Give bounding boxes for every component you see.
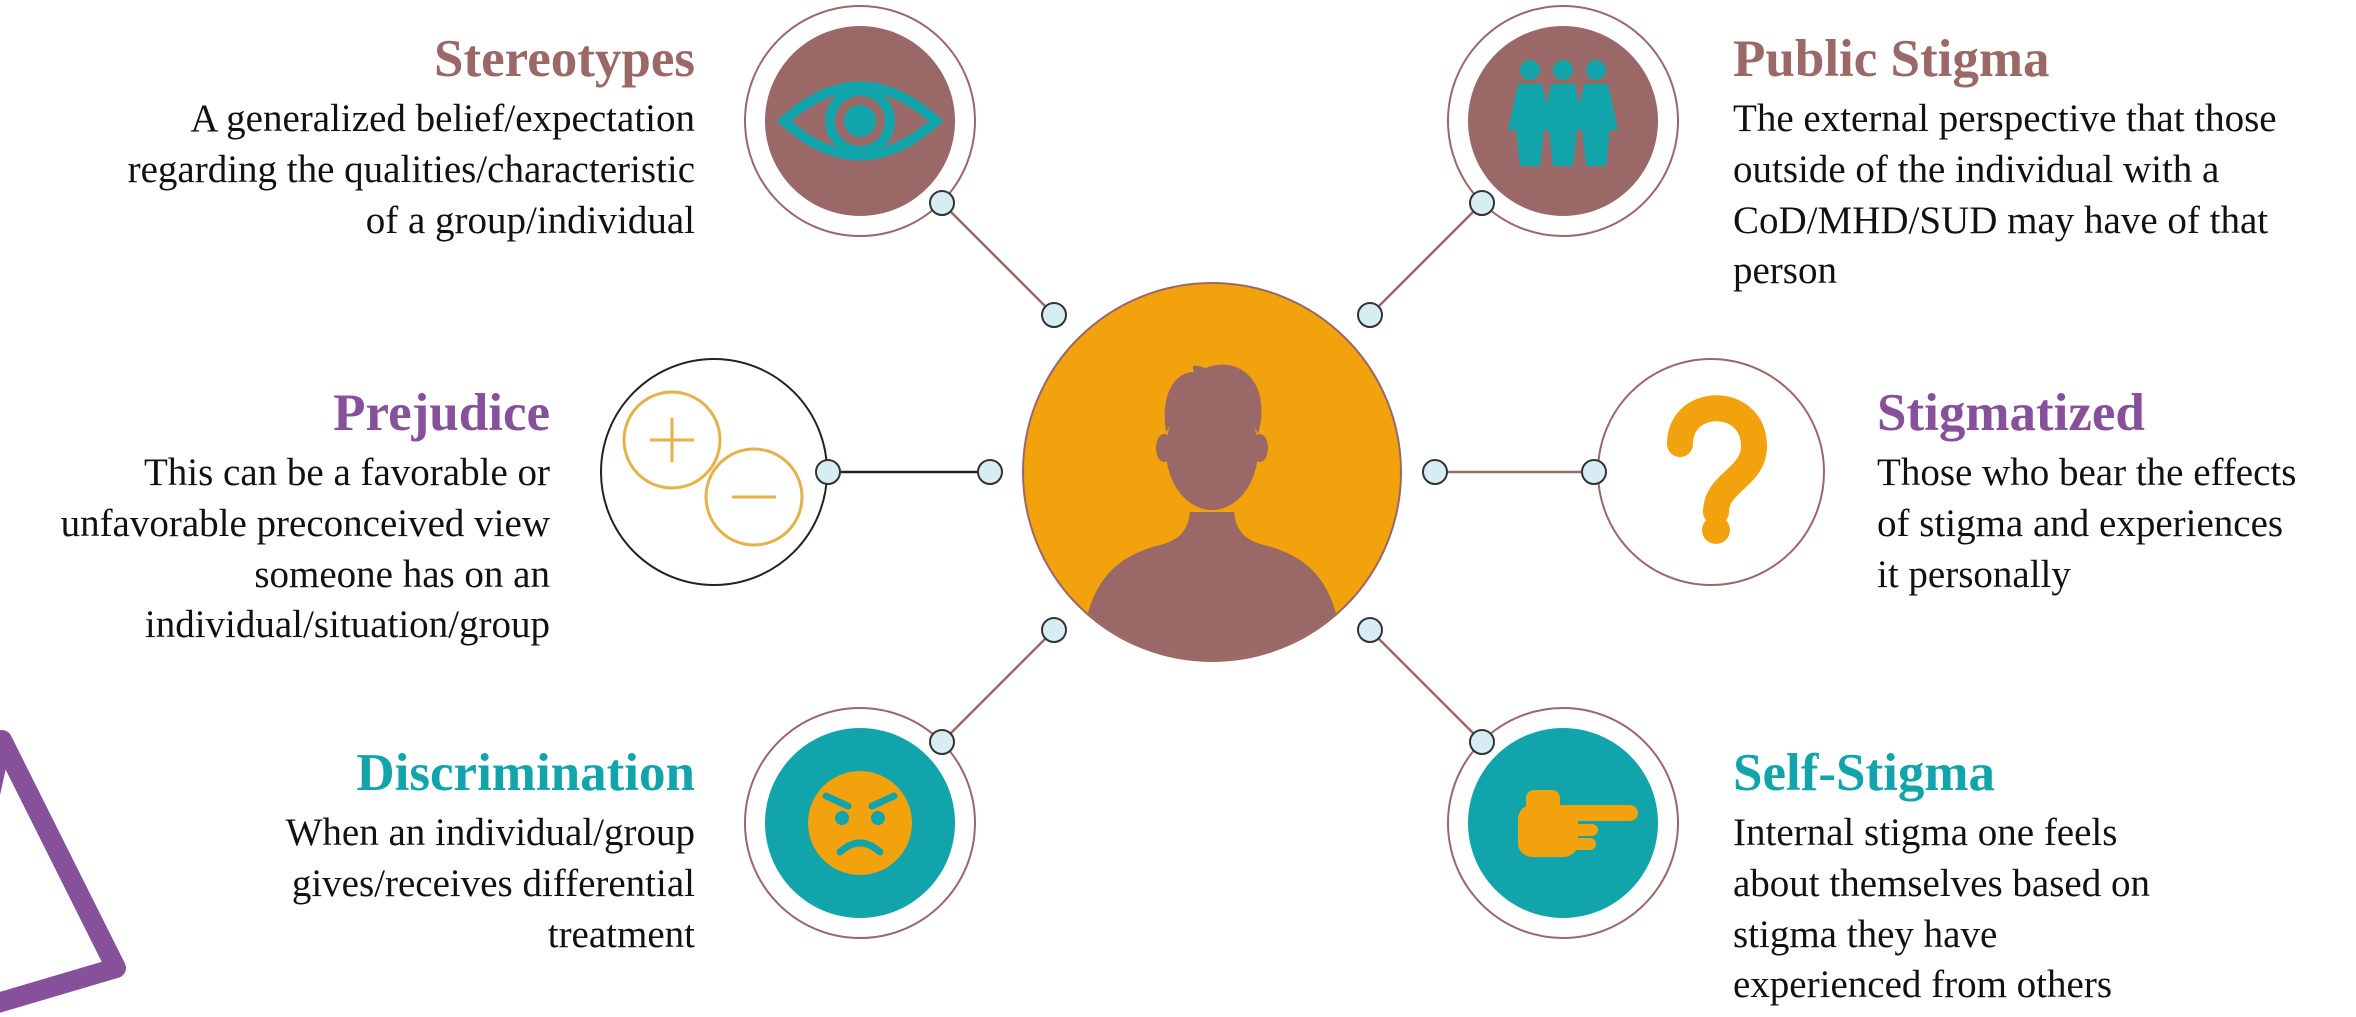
stereotypes-block: Stereotypes A generalized belief/expecta… bbox=[128, 30, 695, 246]
node-prejudice bbox=[600, 358, 828, 586]
connector-dot bbox=[1581, 459, 1607, 485]
self-stigma-line-4: experienced from others bbox=[1733, 963, 2112, 1007]
public-stigma-line-1: The external perspective that those bbox=[1733, 97, 2277, 141]
self-stigma-block: Self-Stigma Internal stigma one feels ab… bbox=[1733, 744, 2150, 1011]
connector-dot bbox=[1041, 302, 1067, 328]
connector-dot bbox=[1357, 302, 1383, 328]
self-stigma-description: Internal stigma one feels about themselv… bbox=[1733, 808, 2150, 1011]
self-stigma-line-2: about themselves based on bbox=[1733, 861, 2150, 905]
connector-dot bbox=[1422, 459, 1448, 485]
public-stigma-line-3: CoD/MHD/SUD may have of that bbox=[1733, 198, 2269, 242]
node-discrimination bbox=[744, 707, 976, 939]
node-stereotypes bbox=[744, 5, 976, 237]
public-stigma-description: The external perspective that those outs… bbox=[1733, 94, 2277, 297]
stereotypes-line-2: regarding the qualities/characteristic bbox=[127, 147, 695, 191]
prejudice-description: This can be a favorable or unfavorable p… bbox=[61, 448, 550, 651]
connector-public-stigma bbox=[1369, 202, 1483, 316]
prejudice-line-3: someone has on an bbox=[254, 552, 550, 596]
stigmatized-description: Those who bear the effects of stigma and… bbox=[1877, 448, 2296, 600]
stigmatized-line-1: Those who bear the effects bbox=[1877, 451, 2297, 495]
node-public-stigma bbox=[1447, 5, 1679, 237]
public-stigma-block: Public Stigma The external perspective t… bbox=[1733, 30, 2277, 297]
prejudice-line-4: individual/situation/group bbox=[144, 603, 550, 647]
public-stigma-title: Public Stigma bbox=[1733, 30, 2050, 88]
prejudice-line-1: This can be a favorable or bbox=[143, 451, 550, 495]
connector-dots bbox=[815, 190, 1607, 755]
question-mark-icon bbox=[1667, 395, 1768, 544]
node-stigmatized bbox=[1597, 358, 1825, 586]
public-stigma-line-4: person bbox=[1733, 249, 1837, 293]
self-stigma-line-3: stigma they have bbox=[1733, 912, 1998, 956]
connector-discrimination bbox=[941, 629, 1055, 743]
node-self-stigma bbox=[1447, 707, 1679, 939]
prejudice-line-2: unfavorable preconceived view bbox=[60, 501, 550, 545]
stigmatized-line-2: of stigma and experiences bbox=[1877, 501, 2284, 545]
public-stigma-line-2: outside of the individual with a bbox=[1733, 147, 2220, 191]
stereotypes-title: Stereotypes bbox=[433, 30, 695, 88]
stereotypes-line-1: A generalized belief/expectation bbox=[190, 97, 695, 141]
discrimination-title: Discrimination bbox=[356, 744, 695, 802]
connector-dot bbox=[929, 729, 955, 755]
stigmatized-block: Stigmatized Those who bear the effects o… bbox=[1877, 384, 2296, 600]
discrimination-line-2: gives/receives differential bbox=[291, 861, 695, 905]
connector-dot bbox=[977, 459, 1003, 485]
stigmatized-title: Stigmatized bbox=[1877, 384, 2145, 442]
eye-icon bbox=[776, 81, 944, 161]
discrimination-description: When an individual/group gives/receives … bbox=[286, 808, 695, 960]
self-stigma-line-1: Internal stigma one feels bbox=[1733, 811, 2118, 855]
connector-self-stigma bbox=[1369, 629, 1483, 743]
stereotypes-description: A generalized belief/expectation regardi… bbox=[128, 94, 695, 246]
discrimination-line-3: treatment bbox=[547, 912, 695, 956]
connector-dot bbox=[929, 190, 955, 216]
connectors bbox=[828, 202, 1594, 743]
stereotypes-line-3: of a group/individual bbox=[365, 198, 695, 242]
prejudice-block: Prejudice This can be a favorable or unf… bbox=[61, 384, 550, 651]
center-node bbox=[1022, 282, 1402, 662]
connector-dot bbox=[1469, 190, 1495, 216]
connector-stereotypes bbox=[941, 202, 1055, 316]
decorative-triangle bbox=[0, 730, 126, 1013]
prejudice-title: Prejudice bbox=[333, 384, 550, 442]
stigmatized-line-3: it personally bbox=[1877, 552, 2071, 596]
connector-dot bbox=[1041, 617, 1067, 643]
connector-dot bbox=[1469, 729, 1495, 755]
plus-minus-icon bbox=[622, 390, 804, 547]
discrimination-block: Discrimination When an individual/group … bbox=[286, 744, 695, 960]
self-stigma-title: Self-Stigma bbox=[1733, 744, 1996, 802]
discrimination-line-1: When an individual/group bbox=[285, 811, 695, 855]
people-group-icon bbox=[1508, 60, 1618, 166]
connector-dot bbox=[1357, 617, 1383, 643]
connector-dot bbox=[815, 459, 841, 485]
pointing-hand-icon bbox=[1518, 790, 1638, 857]
angry-face-icon bbox=[808, 771, 912, 875]
